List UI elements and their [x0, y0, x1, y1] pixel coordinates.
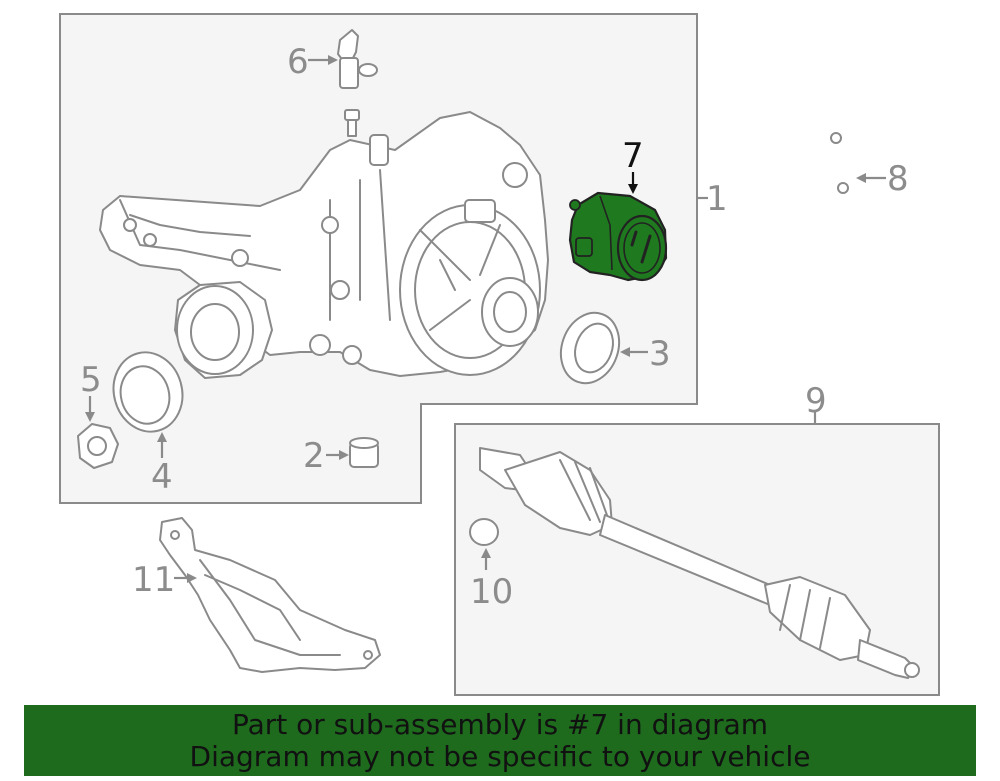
callout-1: 1 — [706, 179, 728, 219]
differential-housing — [99, 111, 549, 379]
part-8-vent-tube — [771, 34, 920, 320]
callout-7: 7 — [622, 136, 644, 176]
part-5-nut — [77, 423, 119, 469]
callout-11: 11 — [132, 560, 175, 600]
callout-6: 6 — [287, 42, 309, 82]
callout-8: 8 — [887, 159, 909, 199]
callout-4: 4 — [151, 457, 173, 497]
part-9-axle-shaft — [479, 447, 920, 679]
part-6-sensor — [337, 29, 378, 89]
banner-line-1: Part or sub-assembly is #7 in diagram — [231, 707, 769, 741]
part-4-seal — [112, 351, 184, 433]
part-7-actuator — [568, 191, 668, 282]
leader-lines — [85, 55, 886, 583]
callout-10: 10 — [470, 572, 513, 612]
callout-5: 5 — [80, 360, 102, 400]
banner-line-2: Diagram may not be specific to your vehi… — [189, 739, 811, 773]
callout-9: 9 — [805, 381, 827, 421]
callout-2: 2 — [303, 436, 325, 476]
info-banner: Part or sub-assembly is #7 in diagram Di… — [24, 705, 976, 776]
part-2-bushing — [349, 437, 379, 468]
part-3-seal — [559, 311, 621, 385]
callout-3: 3 — [649, 334, 671, 374]
part-10-o-ring — [469, 518, 499, 546]
bolt-small — [344, 109, 360, 137]
part-11-bracket — [159, 517, 381, 673]
